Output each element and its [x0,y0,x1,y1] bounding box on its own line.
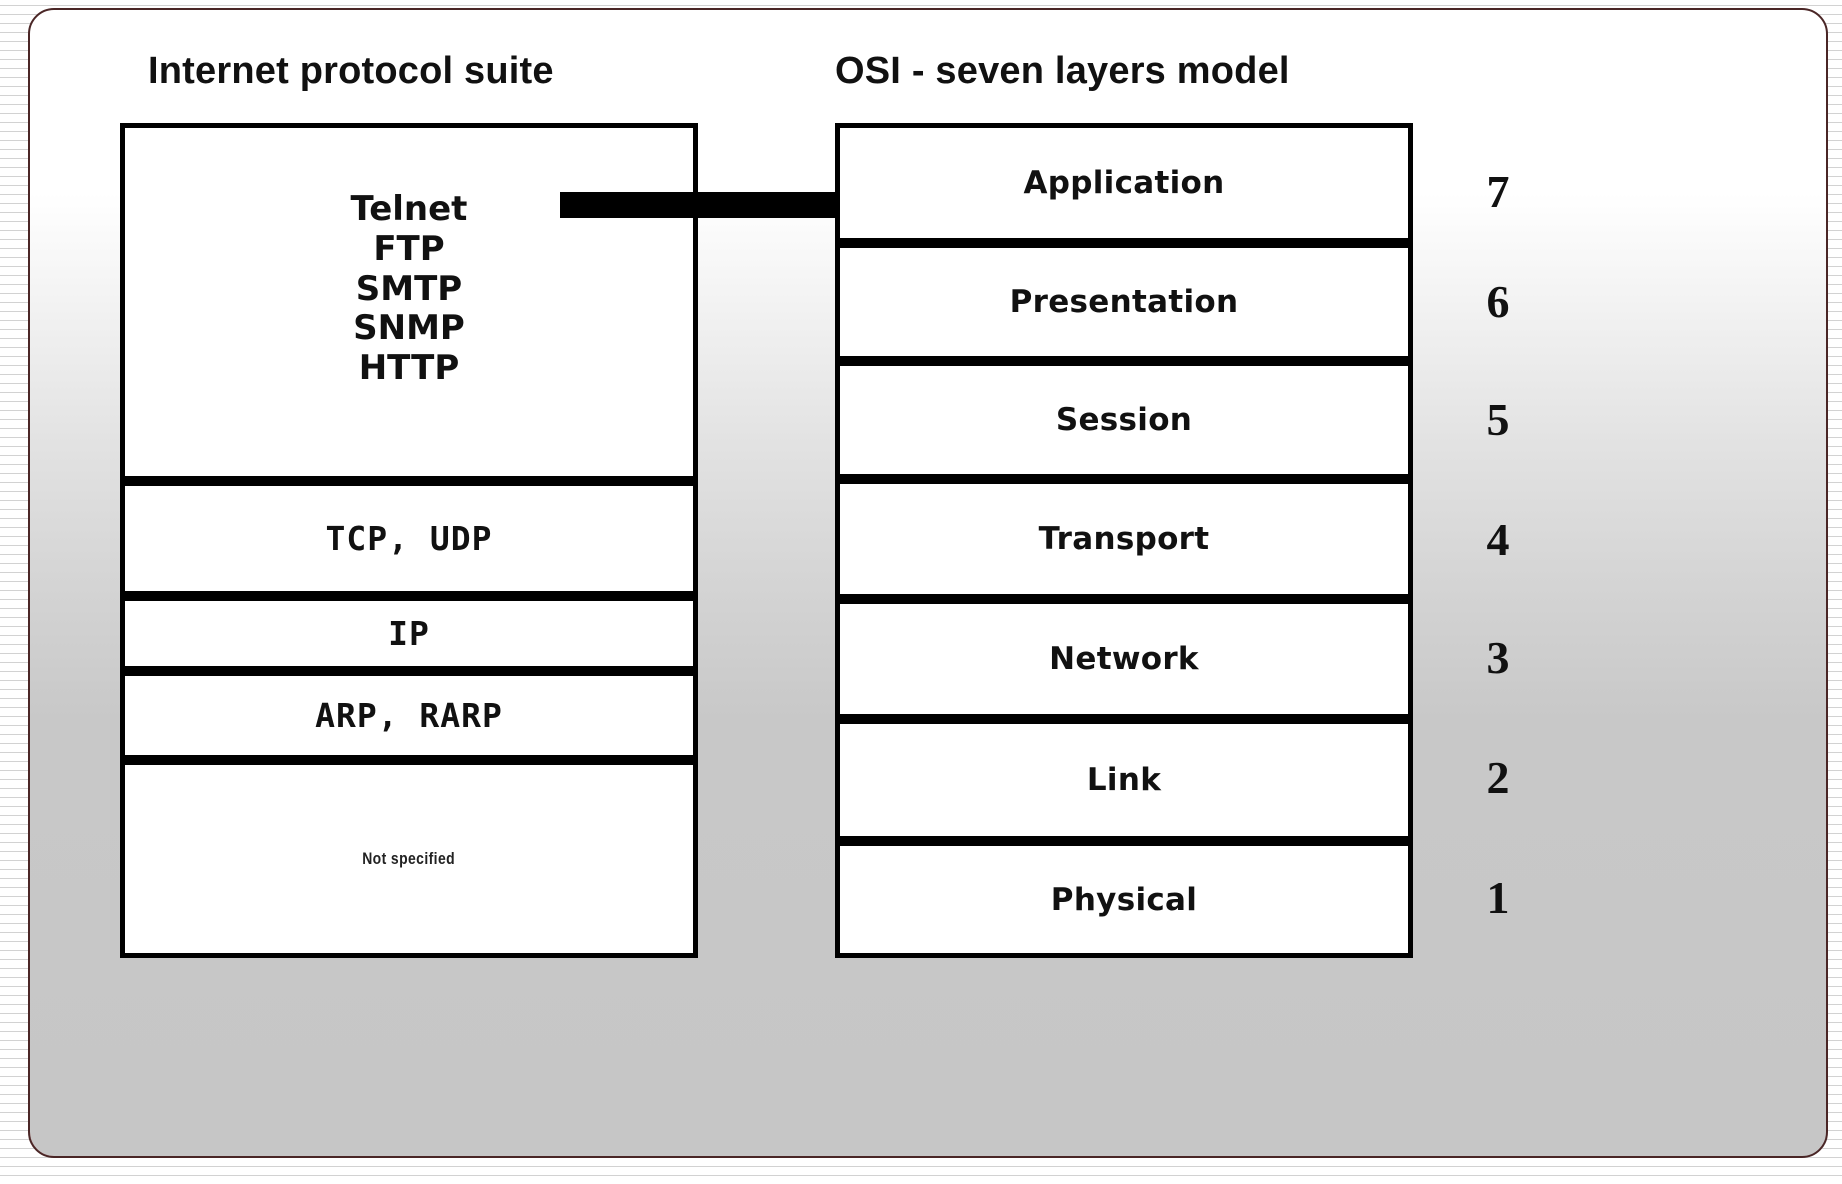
layer-number-2: 2 [1486,752,1510,803]
layer-number-5: 5 [1486,394,1510,445]
layer-number-1: 1 [1486,872,1510,923]
slide-panel: Internet protocol suite OSI - seven laye… [28,8,1828,1158]
osi-layer-label: Presentation [1009,284,1239,320]
osi-layer-session: Session [835,361,1413,479]
right-column-title: OSI - seven layers model [835,50,1290,92]
osi-layer-label: Link [1086,762,1162,798]
osi-layer-label: Transport [1038,521,1210,557]
osi-layer-presentation: Presentation [835,243,1413,361]
osi-layer-transport: Transport [835,479,1413,599]
osi-layer-label: Session [1055,402,1193,438]
ips-transport-box: TCP, UDP [120,481,698,596]
ips-arp-label: ARP, RARP [315,696,503,735]
osi-layer-label: Application [1023,165,1225,201]
layer-number-7: 7 [1486,166,1510,217]
ips-internet-label: IP [388,614,430,653]
ips-arp-box: ARP, RARP [120,671,698,760]
ips-transport-label: TCP, UDP [325,519,493,558]
osi-layer-physical: Physical [835,841,1413,958]
osi-layer-network: Network [835,599,1413,719]
osi-layer-application: Application [835,123,1413,243]
ips-internet-box: IP [120,596,698,671]
ips-not-specified-label: Not specified [362,849,456,868]
layer-number-3: 3 [1486,632,1510,683]
osi-layer-link: Link [835,719,1413,841]
left-column-title: Internet protocol suite [148,50,554,92]
ips-application-box: Telnet FTP SMTP SNMP HTTP [120,123,698,481]
osi-layer-label: Network [1049,641,1199,677]
protocol-ftp: FTP [373,228,445,269]
protocol-http: HTTP [358,348,460,389]
protocol-snmp: SNMP [353,308,465,349]
osi-layer-label: Physical [1050,881,1198,918]
protocol-telnet: Telnet [350,189,468,229]
layer-number-4: 4 [1486,514,1510,565]
protocol-list: Telnet FTP SMTP SNMP HTTP [125,189,693,389]
layer-number-6: 6 [1486,276,1510,327]
protocol-smtp: SMTP [355,268,463,309]
ips-not-specified-box: Not specified [120,760,698,958]
